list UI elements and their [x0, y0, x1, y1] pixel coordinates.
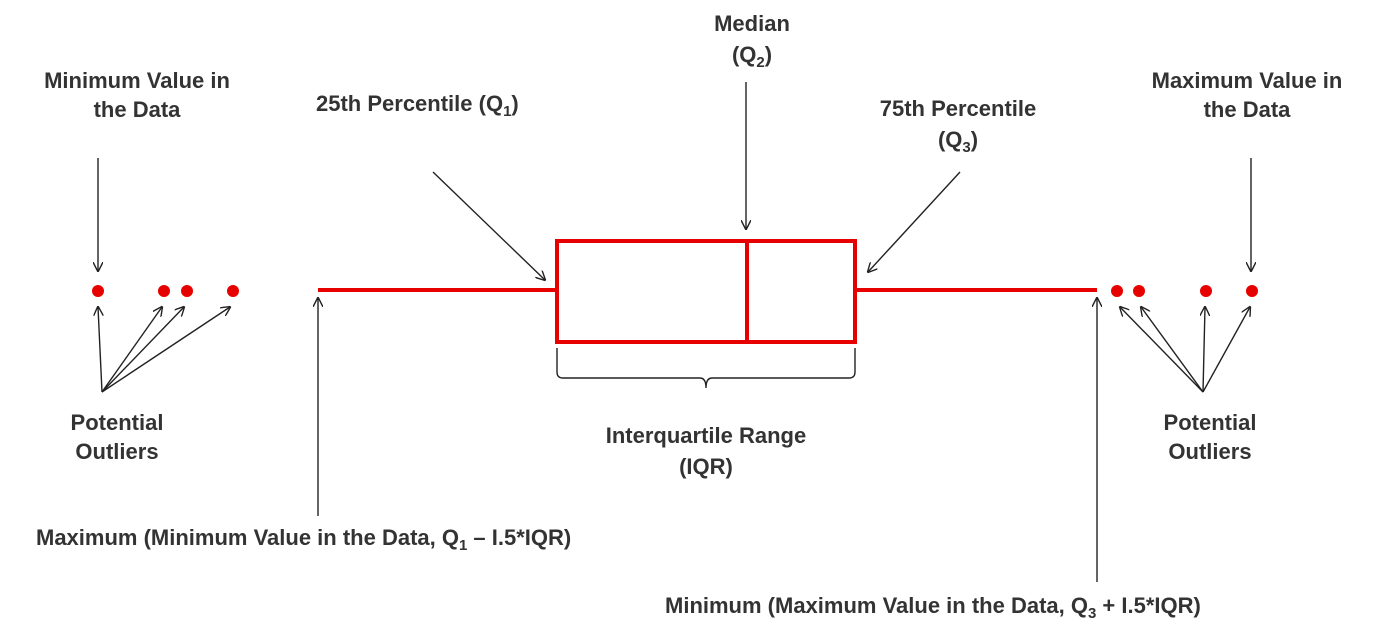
median-label-line2: (Q2) [732, 42, 772, 71]
iqr-box [555, 239, 857, 344]
iqr-label-line2: (IQR) [679, 454, 733, 479]
iqr-label-line1: Interquartile Range [606, 423, 806, 448]
outliers-right [1111, 285, 1258, 297]
outliers-left-label-line1: Potential [71, 410, 164, 435]
iqr-brace [556, 348, 856, 389]
outlier-arrows-right [1120, 307, 1250, 393]
outliers-right-label-line1: Potential [1164, 410, 1257, 435]
outliers-right-label-line2: Outliers [1168, 439, 1251, 464]
outlier-point [1111, 285, 1123, 297]
outlier-point [92, 285, 104, 297]
upper-whisker-label: Minimum (Maximum Value in the Data, Q3 +… [665, 593, 1201, 622]
q3-arrow [868, 171, 961, 272]
outlier-point [1200, 285, 1212, 297]
outliers-left-label-line2: Outliers [75, 439, 158, 464]
max-value-label-line2: the Data [1204, 97, 1292, 122]
lower-whisker-label: Maximum (Minimum Value in the Data, Q1 –… [36, 525, 571, 554]
outlier-point [1133, 285, 1145, 297]
q3-label-line1: 75th Percentile [880, 96, 1037, 121]
min-value-label-line2: the Data [94, 97, 182, 122]
q1-arrow [432, 171, 545, 280]
outlier-arrows-left [98, 307, 230, 393]
outlier-point [1246, 285, 1258, 297]
median-label-line1: Median [714, 11, 790, 36]
outlier-point [158, 285, 170, 297]
q3-label-line2: (Q3) [938, 127, 978, 156]
outlier-point [181, 285, 193, 297]
outliers-left [92, 285, 239, 297]
outlier-point [227, 285, 239, 297]
max-value-label-line1: Maximum Value in [1152, 68, 1343, 93]
min-value-label-line1: Minimum Value in [44, 68, 230, 93]
q1-label: 25th Percentile (Q1) [316, 91, 519, 120]
